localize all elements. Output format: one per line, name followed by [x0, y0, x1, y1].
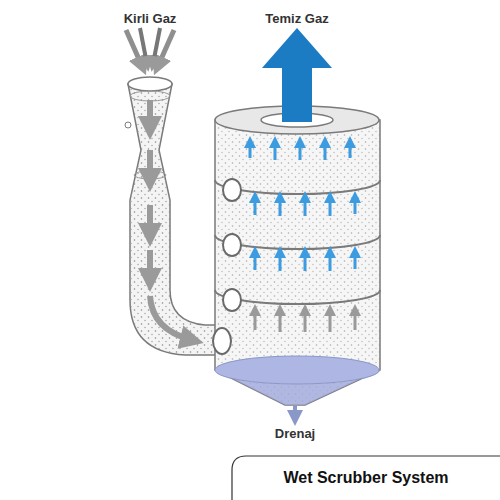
flow-arrow — [147, 205, 153, 235]
part-label: Kirli Gaz — [124, 9, 177, 27]
flow-arrow — [147, 100, 153, 128]
tube-mouth — [128, 77, 172, 91]
dirty-flow-arrows — [255, 310, 355, 332]
label-text: Kirli Gaz — [124, 11, 177, 26]
venturi-tube — [128, 84, 218, 355]
inlet-arrow — [153, 28, 160, 64]
tube-ring — [130, 91, 170, 101]
label-text: Temiz Gaz — [265, 11, 328, 26]
liquid-surface — [215, 356, 379, 384]
inlet-port — [213, 328, 231, 354]
spray-nozzle — [125, 122, 131, 128]
flow-arrow — [150, 296, 192, 340]
outlet-arrow — [262, 28, 332, 122]
porthole — [223, 234, 241, 256]
droplet-spray — [128, 84, 218, 355]
part-label: Drenaj — [275, 424, 315, 442]
inlet-arrow — [140, 28, 147, 64]
flow-arrow — [147, 150, 153, 180]
label-text: Drenaj — [275, 426, 315, 441]
drain-arrow — [293, 406, 297, 418]
flow-arrow — [147, 250, 153, 280]
scrubber-tank — [215, 120, 380, 405]
caption-tab — [232, 456, 500, 500]
caption-text: Wet Scrubber System — [283, 469, 448, 486]
porthole — [223, 289, 241, 311]
porthole — [223, 179, 241, 201]
part-label: Temiz Gaz — [265, 9, 328, 27]
clean-flow-arrows — [250, 142, 355, 271]
droplet-spray — [215, 120, 380, 405]
caption: Wet Scrubber System — [283, 469, 448, 487]
